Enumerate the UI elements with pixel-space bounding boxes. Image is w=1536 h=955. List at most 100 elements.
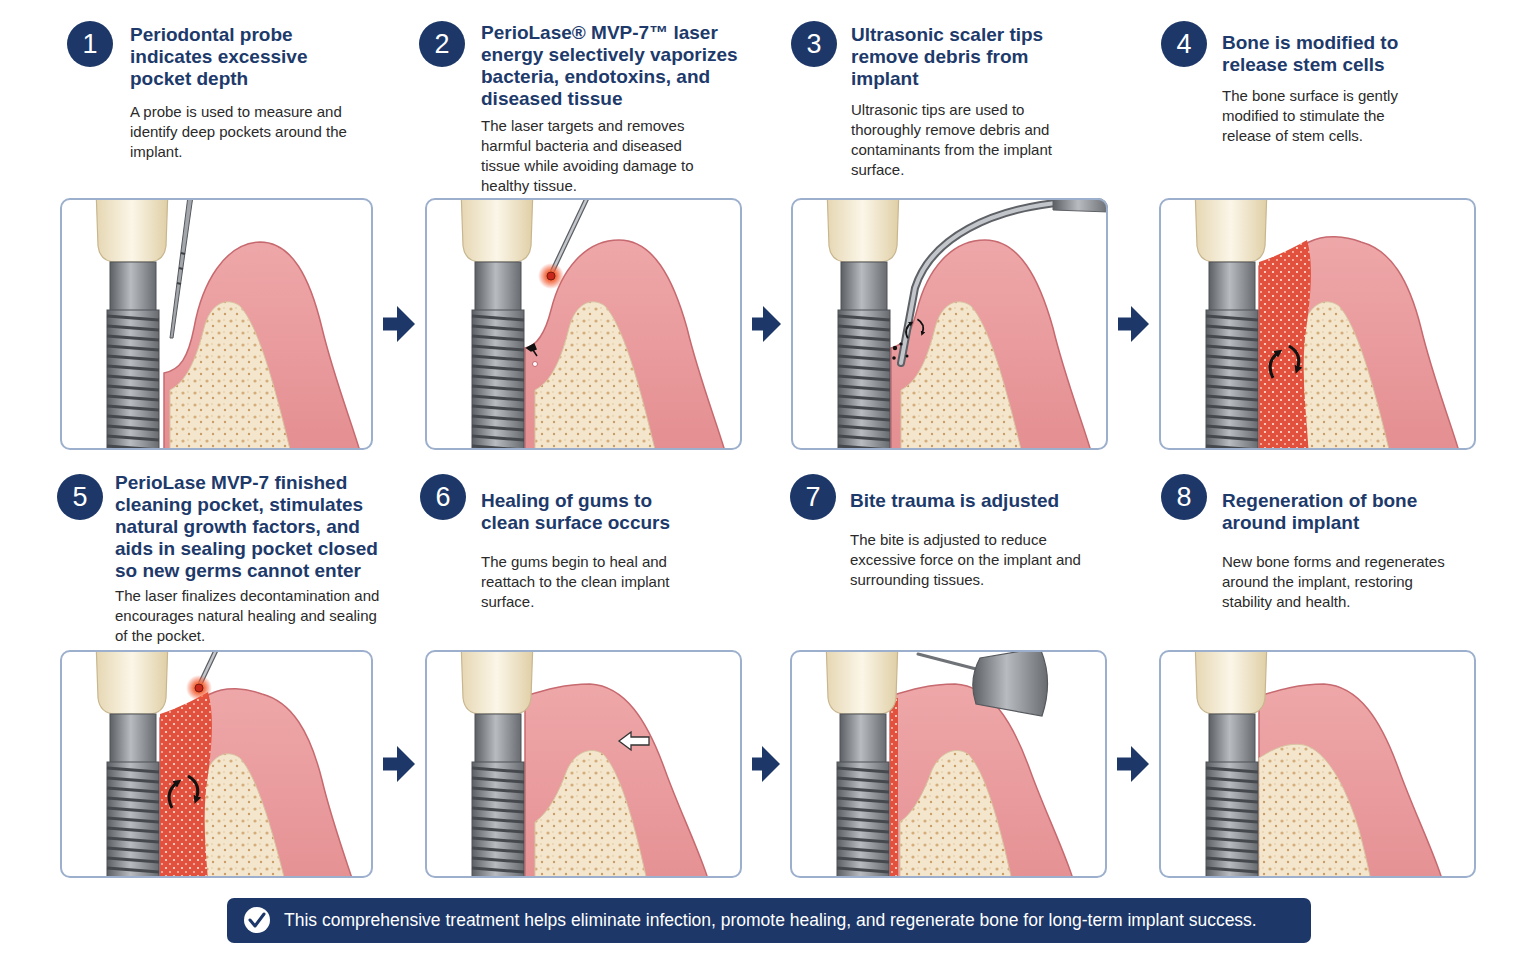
bone (901, 302, 1023, 450)
scene-probe (96, 188, 362, 470)
laser-fiber (186, 650, 236, 701)
step-description: Ultrasonic tips are used to thoroughly r… (851, 100, 1083, 180)
summary-band: This comprehensive treatment helps elimi… (227, 898, 1311, 943)
gum-tissue (1259, 684, 1451, 878)
dental-implant (1195, 650, 1267, 878)
step-heading: Periodontal probe indicates excessive po… (130, 24, 335, 90)
debris (899, 342, 902, 345)
step-number: 1 (67, 21, 113, 67)
dental-implant (461, 650, 533, 878)
step-box: 8 Regeneration of bone around implantNew … (1159, 468, 1476, 878)
step-box: 2PerioLase® MVP-7™ laser energy selectiv… (425, 20, 742, 450)
illustration-panel (425, 198, 742, 450)
step-box: 7Bite trauma is adjustedThe bite is adju… (790, 468, 1107, 878)
dental-implant (1195, 198, 1267, 450)
step-heading: Bite trauma is adjusted (850, 490, 1095, 512)
step-heading: PerioLase® MVP-7™ laser energy selective… (481, 22, 753, 110)
check-mark (250, 914, 264, 926)
step-header: Regeneration of bone around implantNew b… (1222, 490, 1464, 612)
step-header: Bite trauma is adjustedThe bite is adjus… (850, 490, 1095, 590)
handpiece (973, 650, 1048, 716)
flow-arrow (383, 758, 397, 771)
debris (906, 355, 909, 358)
flow-arrow (1117, 758, 1131, 771)
dental-implant (461, 198, 533, 450)
dental-implant (96, 198, 168, 450)
debris (893, 346, 897, 350)
step-header: Periodontal probe indicates excessive po… (130, 24, 362, 162)
direction-arrow (619, 732, 649, 750)
step-header: Bone is modified to release stem cellsTh… (1222, 32, 1434, 146)
illustration-panel (790, 650, 1107, 878)
step-box: 5PerioLase MVP-7 finished cleaning pocke… (60, 468, 373, 878)
illustration-panel (425, 650, 742, 878)
illustration-panel (791, 198, 1108, 450)
bone (535, 751, 653, 878)
rotation-arrows (169, 776, 198, 808)
dental-implant (826, 650, 898, 878)
rotation-arrows (1270, 346, 1299, 378)
step-description: The gums begin to heal and reattach to t… (481, 552, 707, 612)
blood-clot (160, 692, 212, 878)
periodontal-probe (170, 198, 193, 338)
handpiece-shaft (918, 654, 980, 670)
blood-clot (1259, 240, 1311, 450)
flow-arrow (383, 318, 397, 331)
step-heading: Healing of gums to clean surface occurs (481, 490, 686, 534)
step-box: 4 Bone is modified to release stem cellsT… (1159, 20, 1476, 450)
debris (892, 356, 896, 360)
step-description: The laser targets and removes harmful ba… (481, 116, 723, 196)
gum-tissue (890, 684, 1082, 878)
scene-laser (461, 188, 727, 470)
step-heading: PerioLase MVP-7 finished cleaning pocket… (115, 472, 387, 582)
step-box: 3 Ultrasonic scaler tips remove debris fr… (791, 20, 1108, 450)
step-header: PerioLase® MVP-7™ laser energy selective… (481, 22, 753, 196)
bone (900, 751, 1018, 878)
dental-implant (827, 198, 899, 450)
scene-scaler (827, 188, 1109, 470)
bone (170, 302, 292, 450)
step-description: New bone forms and regenerates around th… (1222, 552, 1464, 612)
step-box: 6Healing of gums to clean surface occurs… (425, 468, 742, 878)
flow-arrow (752, 318, 763, 331)
step-header: PerioLase MVP-7 finished cleaning pocket… (115, 472, 387, 646)
summary-text: This comprehensive treatment helps elimi… (284, 898, 1257, 943)
step-number: 3 (791, 21, 837, 67)
scene-laser-seal (96, 608, 362, 922)
step-number: 6 (420, 474, 466, 520)
illustration-panel (1159, 650, 1476, 878)
scene-healing (461, 640, 717, 922)
gum-tissue (1259, 237, 1461, 450)
laser-fiber (538, 198, 588, 289)
dental-implant (96, 650, 168, 878)
step-heading: Regeneration of bone around implant (1222, 490, 1444, 534)
debris (527, 344, 537, 356)
gum-tissue (525, 684, 717, 878)
scaler-tip (901, 202, 1067, 363)
check-icon (244, 907, 270, 933)
probe-marks (177, 253, 185, 284)
illustration-panel (60, 198, 373, 450)
step-description: The bite is adjusted to reduce excessive… (850, 530, 1082, 590)
flow-arrow (1118, 318, 1131, 331)
step-description: The bone surface is gently modified to s… (1222, 86, 1434, 146)
step-header: Ultrasonic scaler tips remove debris fro… (851, 24, 1083, 180)
scaler-handle (1053, 198, 1108, 212)
step-number: 8 (1161, 474, 1207, 520)
gum-tissue (160, 689, 362, 878)
debris (533, 362, 538, 367)
step-number: 5 (57, 474, 103, 520)
step-number: 2 (419, 21, 465, 67)
scene-bite-adjust (826, 640, 1082, 922)
gum-tissue (164, 242, 362, 450)
bone (535, 302, 657, 450)
step-description: The laser finalizes decontamination and … (115, 586, 387, 646)
illustration-panel (60, 650, 373, 878)
regenerated-bone (1259, 744, 1377, 878)
step-number: 4 (1161, 21, 1207, 67)
step-box: 1 Periodontal probe indicates excessive p… (60, 20, 373, 450)
scene-bone-modified (1195, 188, 1461, 470)
step-description: A probe is used to measure and identify … (130, 102, 362, 162)
illustration-panel (1159, 198, 1476, 450)
